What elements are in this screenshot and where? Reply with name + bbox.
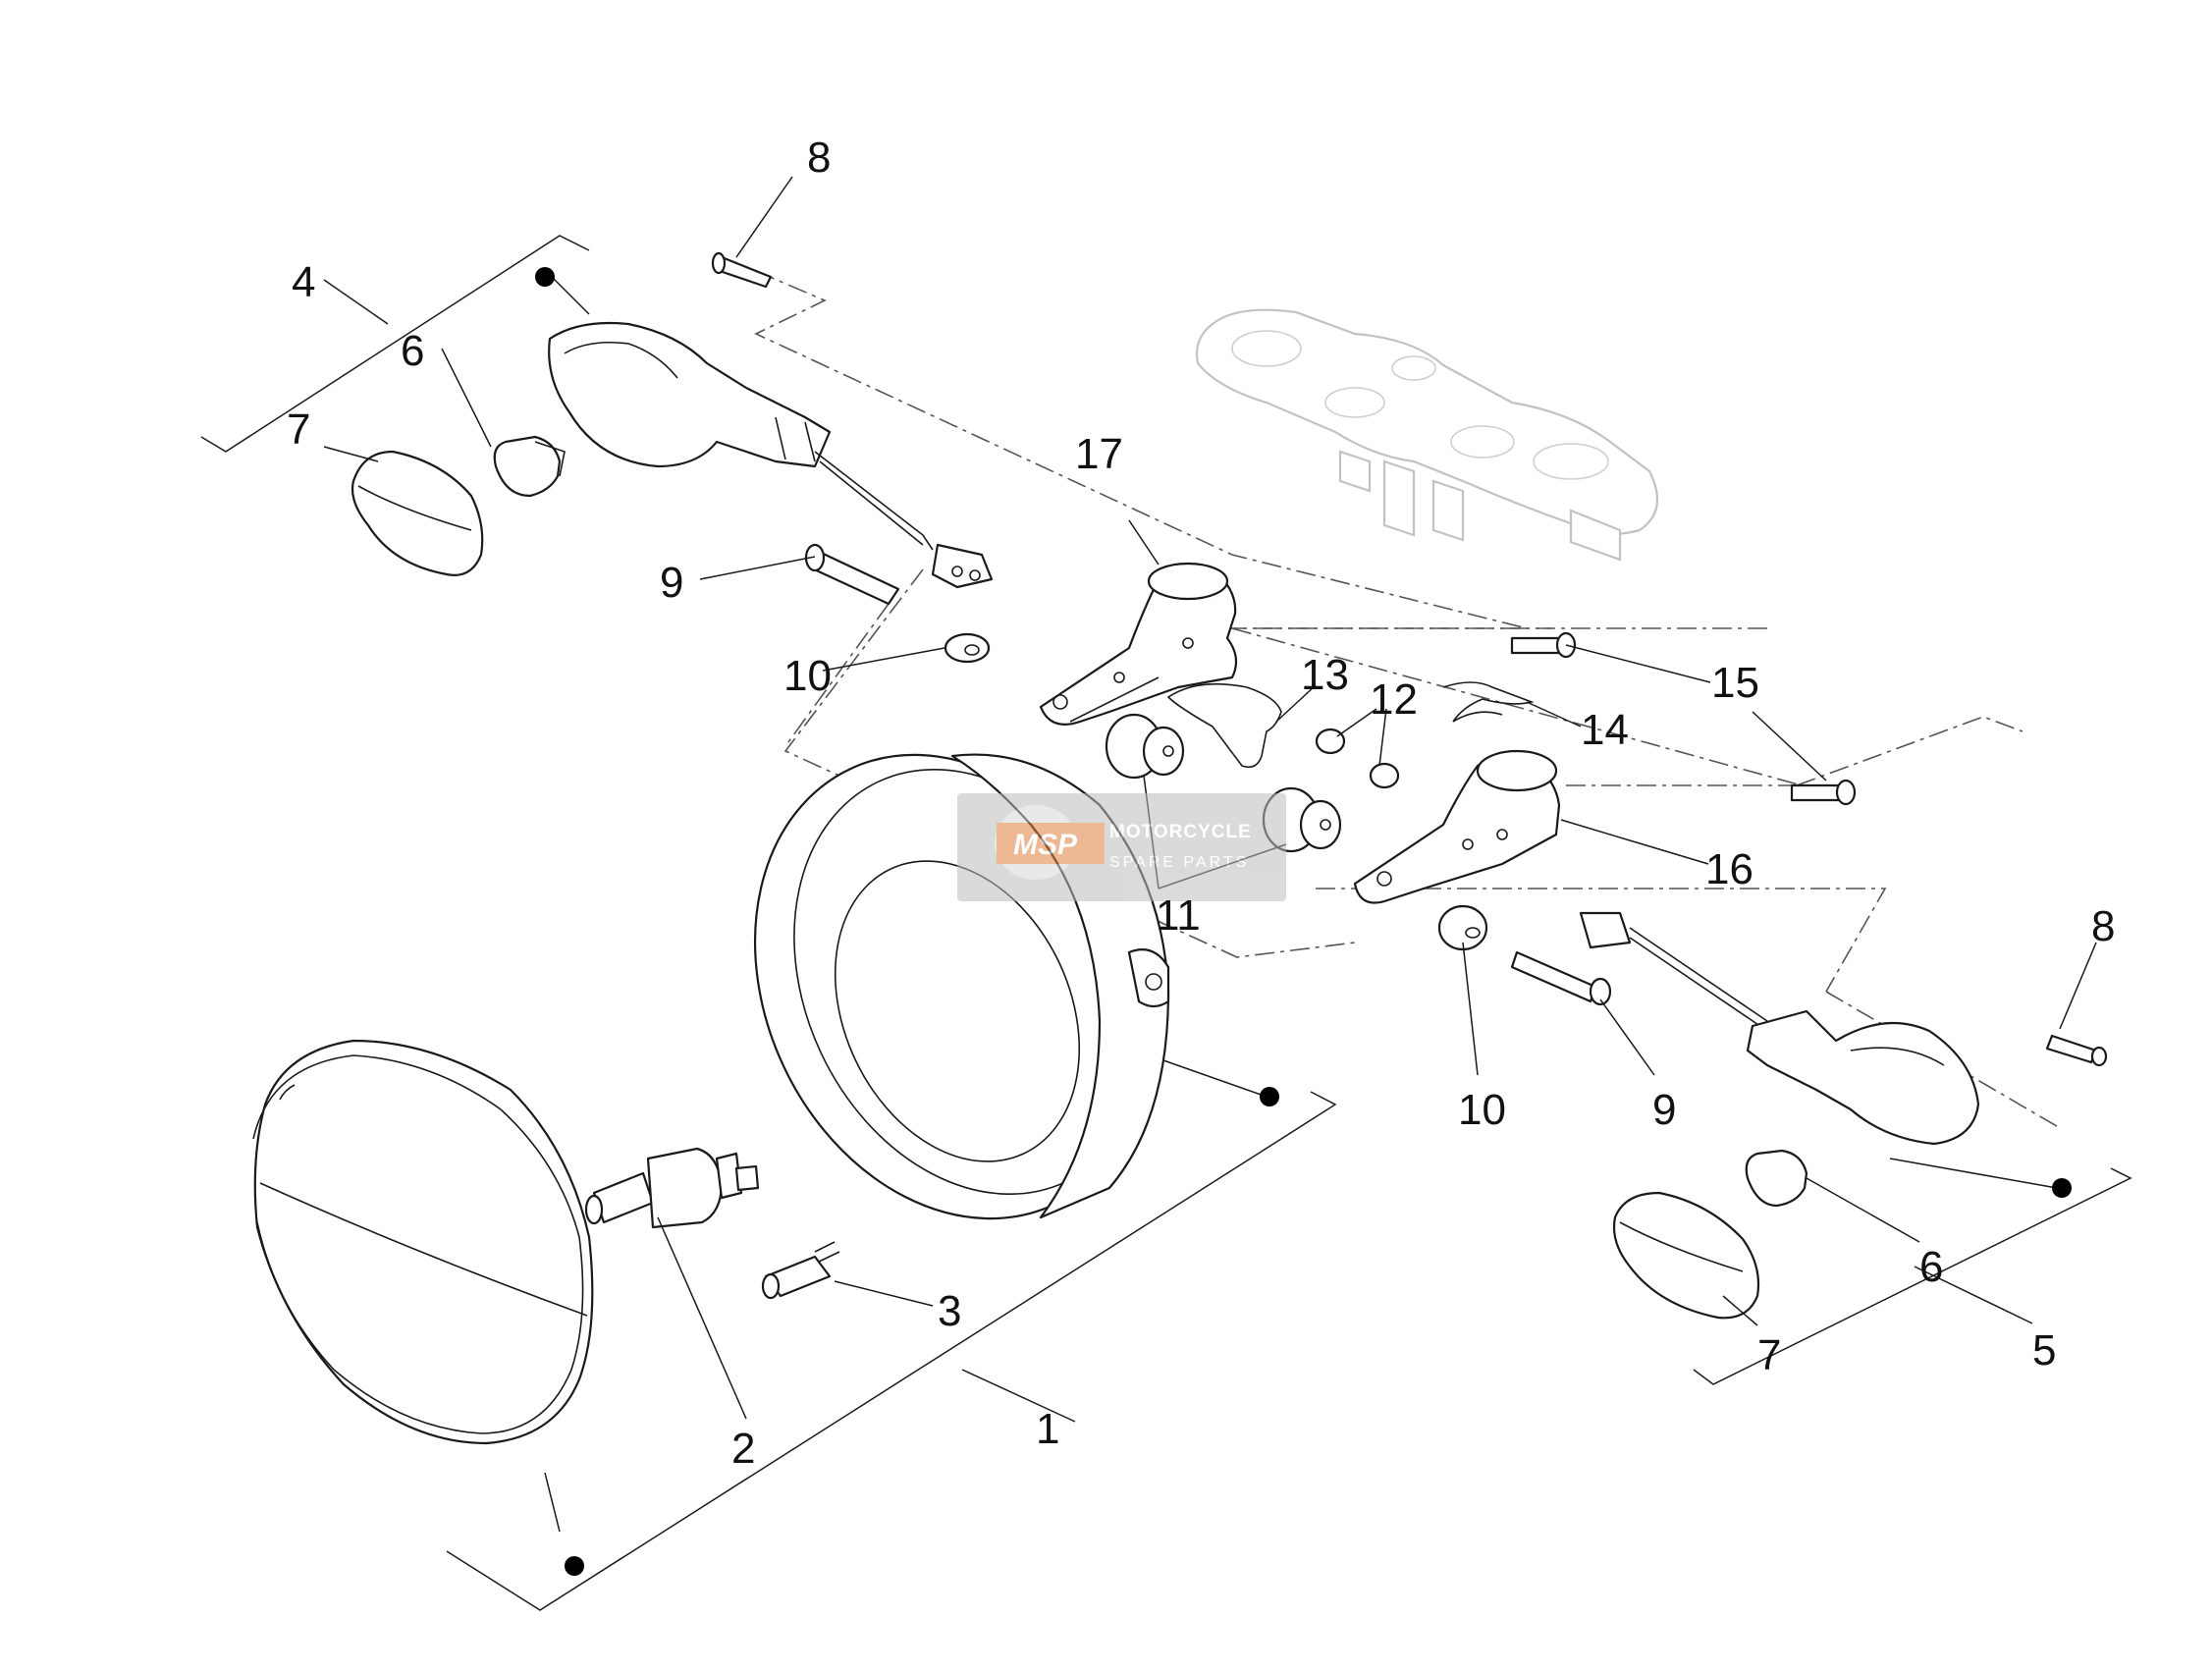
kit-dot	[535, 267, 555, 287]
kit-bracket-1	[446, 1091, 1337, 1611]
callout-4: 4	[292, 258, 315, 306]
screw-8-top	[711, 251, 773, 289]
kit-bracket-4	[200, 235, 590, 453]
callout-1: 1	[1036, 1405, 1059, 1453]
callout-17: 17	[1075, 430, 1123, 478]
watermark-logo: MSP	[1013, 829, 1078, 861]
screw-15	[1510, 631, 1857, 806]
bulb-6-left	[493, 435, 566, 498]
fork-yoke-ghost	[1195, 308, 1659, 562]
callout-14: 14	[1581, 706, 1629, 754]
callout-6-left: 6	[401, 327, 424, 375]
callout-2: 2	[731, 1425, 755, 1473]
callout-11: 11	[1156, 891, 1201, 940]
callout-3: 3	[938, 1287, 961, 1335]
callout-12: 12	[1370, 675, 1418, 724]
callout-10-right: 10	[1458, 1086, 1506, 1134]
kit-dot	[565, 1556, 584, 1576]
watermark-line1: MOTORCYCLE	[1109, 822, 1252, 842]
bolt-9-left	[804, 543, 900, 606]
lens-7-left	[351, 450, 484, 576]
bulb-6-right	[1745, 1149, 1808, 1208]
callout-8-top: 8	[807, 134, 831, 182]
headlight-rim	[252, 1039, 594, 1445]
callout-13: 13	[1301, 651, 1349, 699]
callout-16: 16	[1705, 845, 1753, 893]
right-turn-signal	[1579, 911, 1980, 1146]
kit-dot	[1260, 1087, 1279, 1106]
msp-watermark: MSP MOTORCYCLE SPARE PARTS	[957, 793, 1286, 901]
kit-dot	[2052, 1178, 2072, 1198]
callout-9-right: 9	[1652, 1086, 1676, 1134]
screw-8-right	[2045, 1034, 2108, 1067]
callout-6-right: 6	[1919, 1243, 1943, 1291]
left-turn-signal	[548, 321, 994, 589]
headlight-bulb-2	[584, 1147, 760, 1229]
callout-10-left: 10	[783, 652, 832, 700]
mount-bracket-17	[1039, 562, 1238, 726]
callout-5: 5	[2032, 1326, 2056, 1375]
callout-7-right: 7	[1757, 1331, 1781, 1379]
mount-bracket-16	[1353, 749, 1561, 904]
bolt-9-right	[1510, 950, 1612, 1006]
callout-15: 15	[1711, 659, 1759, 707]
washer-10-left	[944, 632, 991, 664]
callout-9-left: 9	[660, 559, 683, 607]
nut-12	[1315, 728, 1400, 789]
washer-10-right	[1437, 904, 1488, 951]
callouts: 4 6 7 8 9 10 17 13 12 14 15 16 11 8 10 9…	[287, 134, 2115, 1473]
watermark-line2: SPARE PARTS	[1109, 854, 1249, 871]
pilot-bulb-3	[761, 1241, 840, 1300]
headlight-housing	[753, 753, 1170, 1220]
clip-13	[1166, 682, 1282, 769]
callout-7-left: 7	[287, 405, 310, 454]
lens-7-right	[1612, 1191, 1760, 1320]
callout-8-right: 8	[2091, 902, 2115, 950]
kit-dots	[535, 267, 2072, 1576]
wire-clip-14	[1442, 681, 1535, 723]
kit-bracket-5	[1693, 1167, 2132, 1385]
